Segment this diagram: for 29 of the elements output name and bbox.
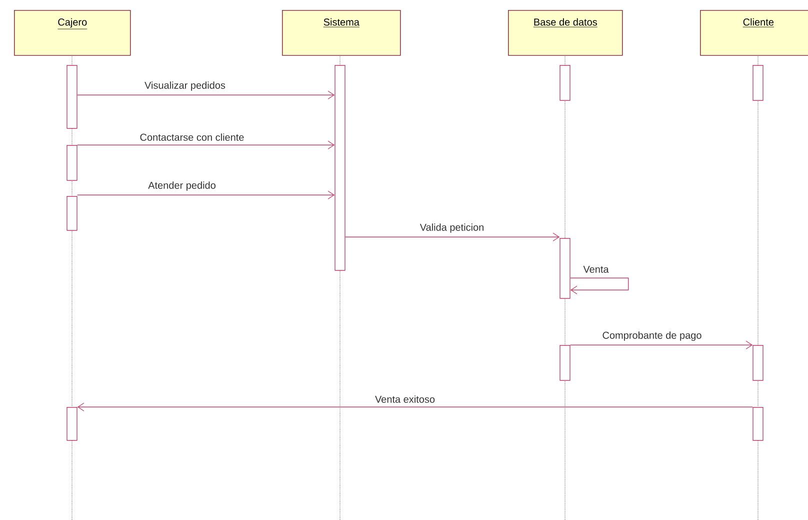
message-label: Venta exitoso	[374, 394, 436, 404]
message-label: Visualizar pedidos	[144, 80, 226, 92]
activation-bar	[66, 145, 78, 181]
message-arrow	[77, 402, 753, 412]
lifeline-head-box: Base de datos	[508, 10, 623, 56]
message-arrow	[345, 232, 560, 242]
activation-bar	[560, 65, 570, 101]
message-label: Venta	[582, 264, 610, 274]
message-label: Atender pedido	[147, 180, 217, 192]
lifeline-head-box: Sistema	[282, 10, 401, 56]
activation-bar	[334, 65, 346, 271]
activation-bar	[752, 345, 764, 381]
message-arrow	[77, 90, 335, 100]
message-label: Comprobante de pago	[601, 330, 703, 342]
message-label: Valida peticion	[418, 222, 486, 234]
activation-bar	[66, 65, 78, 129]
activation-bar	[66, 196, 78, 231]
message-label: Contactarse con cliente	[138, 132, 246, 142]
activation-bar	[560, 238, 570, 299]
activation-bar	[752, 407, 764, 441]
activation-bar	[66, 407, 78, 441]
lifeline-head-box: Cajero	[14, 10, 131, 56]
message-arrow	[77, 190, 335, 200]
message-arrow	[570, 340, 753, 350]
activation-bar	[560, 345, 570, 381]
message-arrow	[570, 278, 629, 294]
activation-bar	[752, 65, 764, 101]
lifeline-head-box: Cliente	[700, 10, 808, 56]
message-arrow	[77, 140, 335, 150]
